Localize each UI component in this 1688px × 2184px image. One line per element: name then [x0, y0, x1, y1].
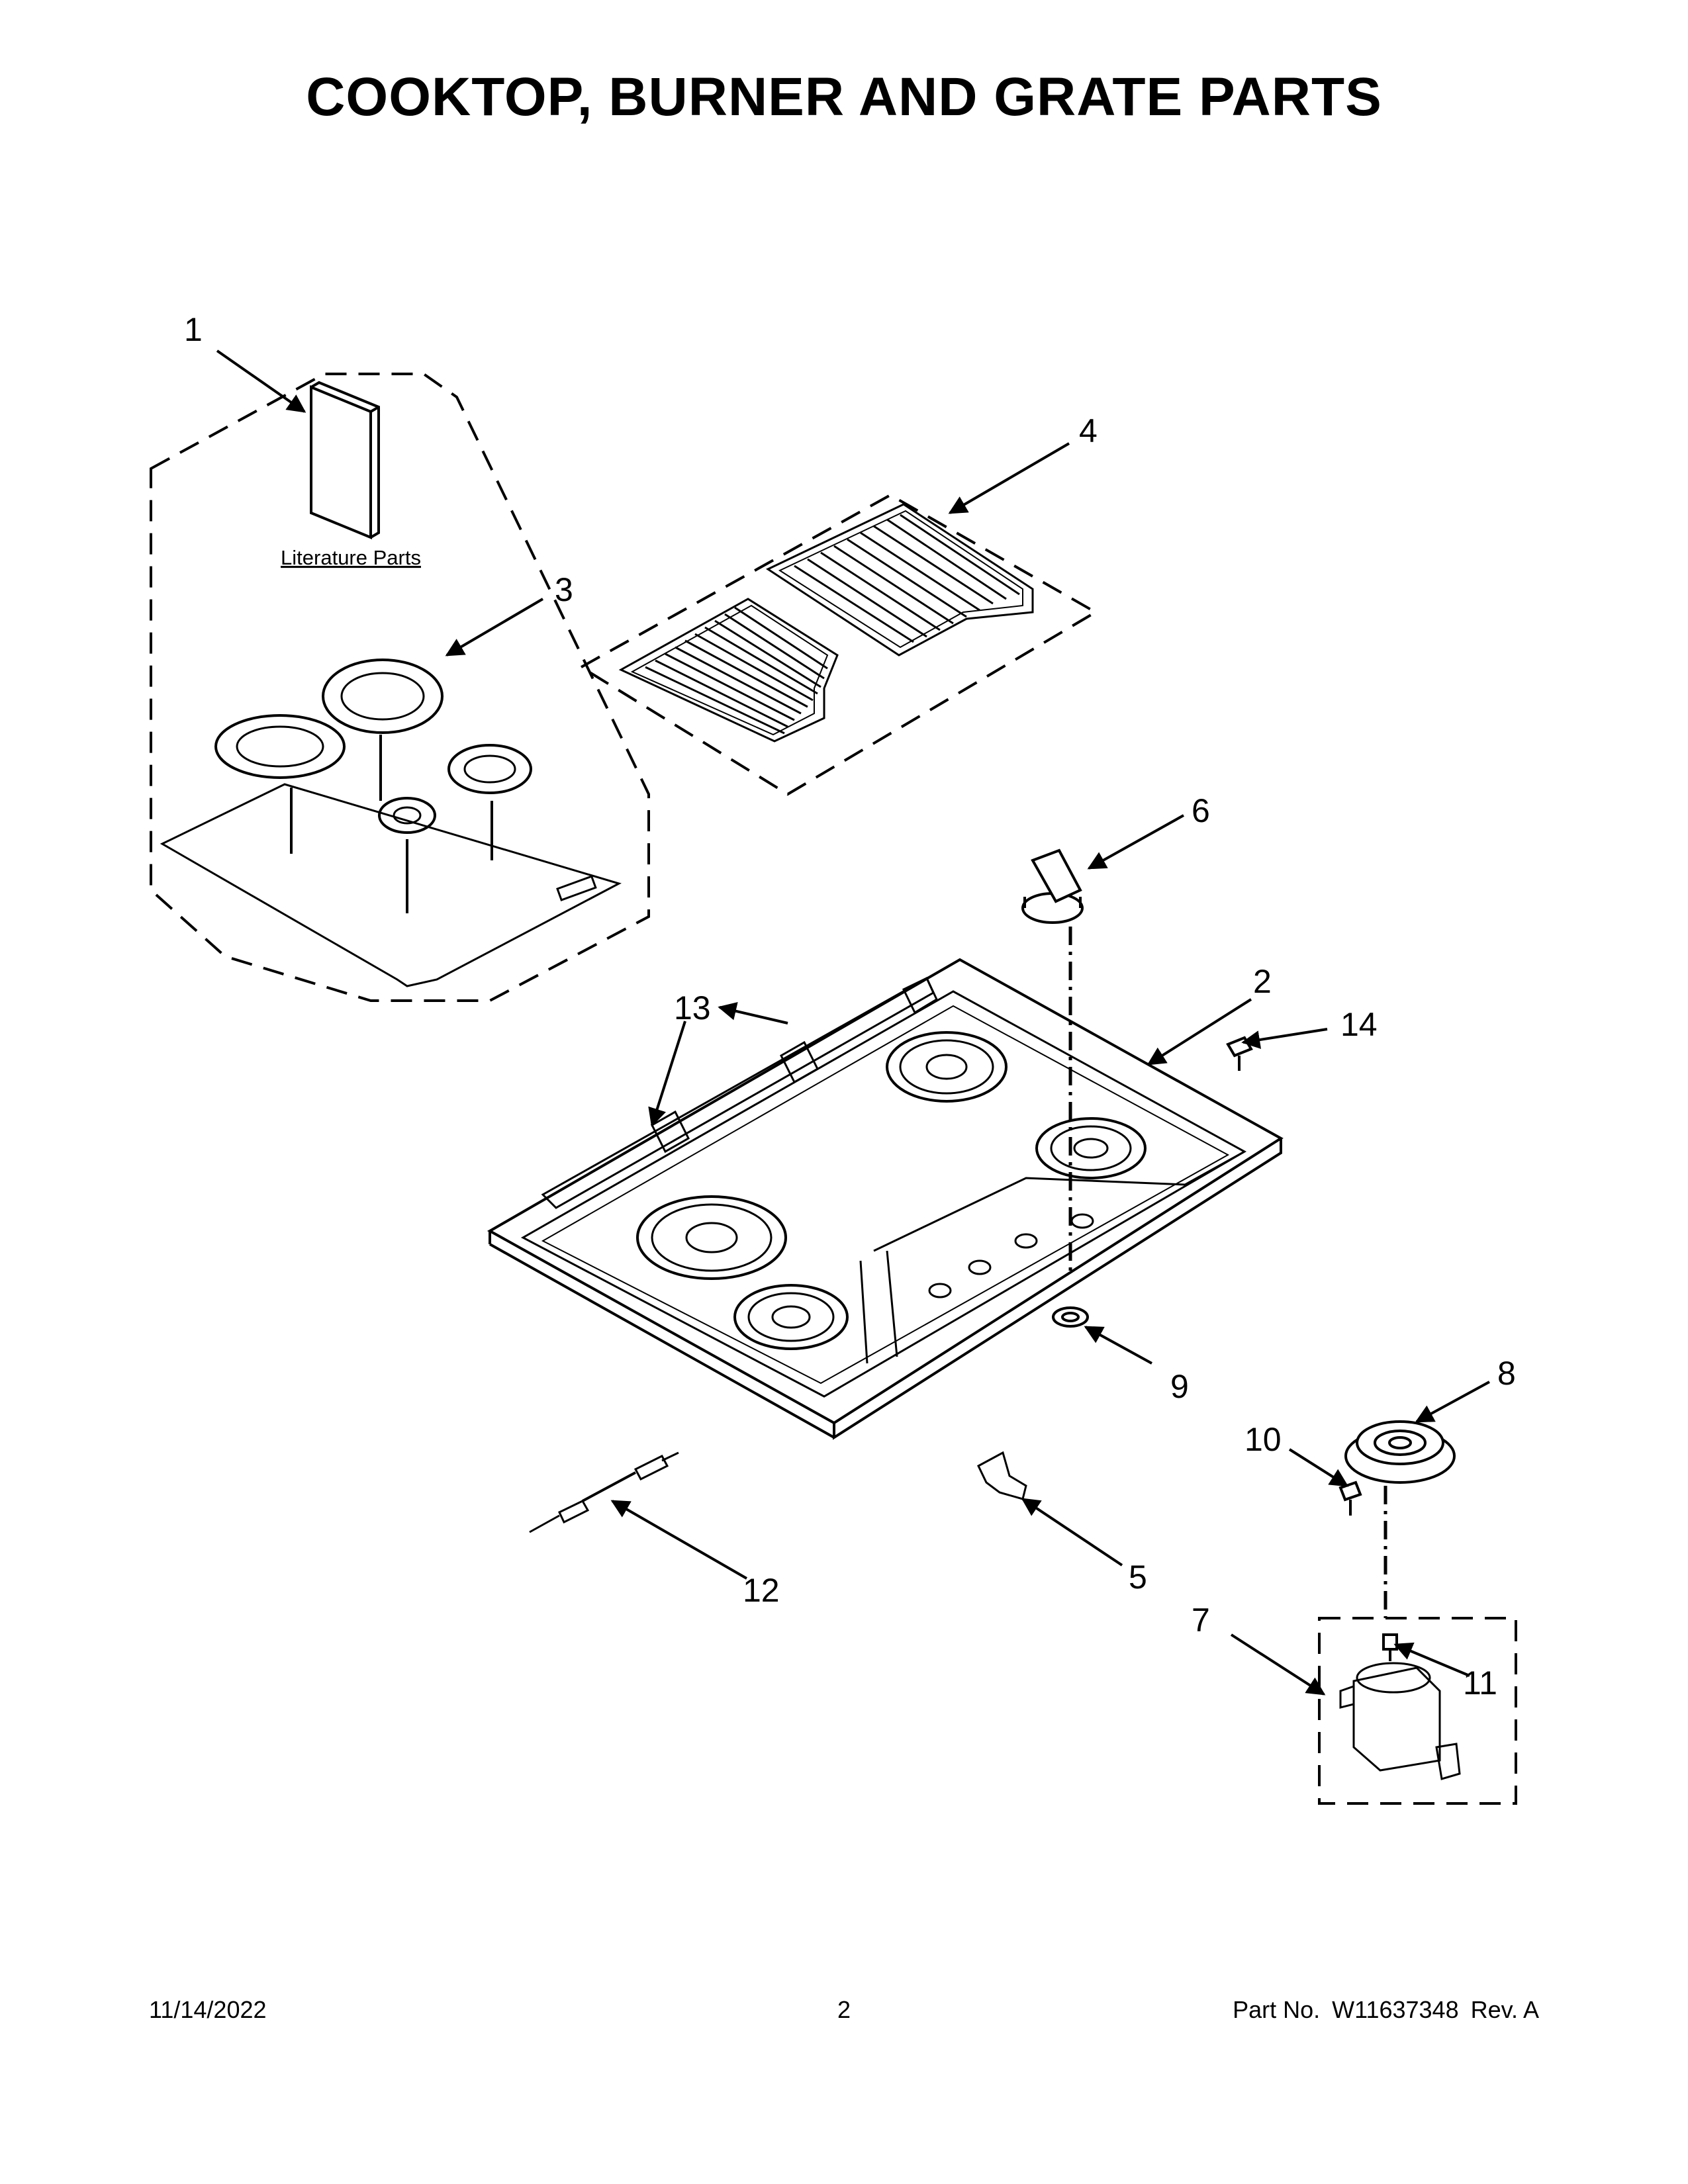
callout-3: 3	[555, 571, 573, 608]
callout-11: 11	[1463, 1664, 1497, 1702]
footer-page-number: 2	[837, 1996, 851, 2023]
grommet[interactable]	[1052, 1306, 1089, 1328]
burner-body-assembly[interactable]	[1318, 1617, 1517, 1805]
part-number: W11637348	[1332, 1996, 1459, 2023]
callout-4: 4	[1079, 412, 1098, 449]
callout-7: 7	[1192, 1602, 1210, 1639]
page-title: COOKTOP, BURNER AND GRATE PARTS	[306, 67, 1382, 127]
callout-10: 10	[1244, 1421, 1282, 1458]
literature-parts-label[interactable]: Literature Parts	[281, 546, 421, 569]
mounting-clip[interactable]	[977, 1451, 1027, 1500]
cooktop-main-tray[interactable]	[487, 958, 1284, 1440]
revision: Rev. A	[1470, 1996, 1539, 2023]
footer-part-info: Part No. W11637348 Rev. A	[1221, 1996, 1539, 2024]
cooktop-glass-assembly[interactable]	[150, 373, 650, 1002]
part-number-label: Part No.	[1233, 1996, 1321, 2023]
callout-12: 12	[743, 1572, 780, 1609]
callout-14: 14	[1340, 1006, 1378, 1043]
grate-bars	[645, 514, 1020, 735]
leader-arrows	[216, 349, 1490, 1696]
screw-part-10[interactable]	[1338, 1480, 1362, 1516]
literature-booklet[interactable]	[310, 381, 380, 539]
burner-base[interactable]	[1344, 1420, 1456, 1484]
spark-igniter[interactable]	[529, 1451, 679, 1533]
callout-9: 9	[1170, 1368, 1189, 1405]
grate-set[interactable]	[579, 493, 1098, 796]
callout-5: 5	[1129, 1559, 1147, 1596]
footer-date: 11/14/2022	[149, 1996, 267, 2023]
callout-6: 6	[1192, 792, 1210, 829]
callout-1: 1	[184, 311, 203, 348]
callout-13: 13	[674, 989, 711, 1026]
callout-8: 8	[1497, 1355, 1516, 1392]
control-knob[interactable]	[1021, 848, 1084, 924]
orifice[interactable]	[1382, 1633, 1398, 1661]
callout-2: 2	[1253, 963, 1272, 1000]
